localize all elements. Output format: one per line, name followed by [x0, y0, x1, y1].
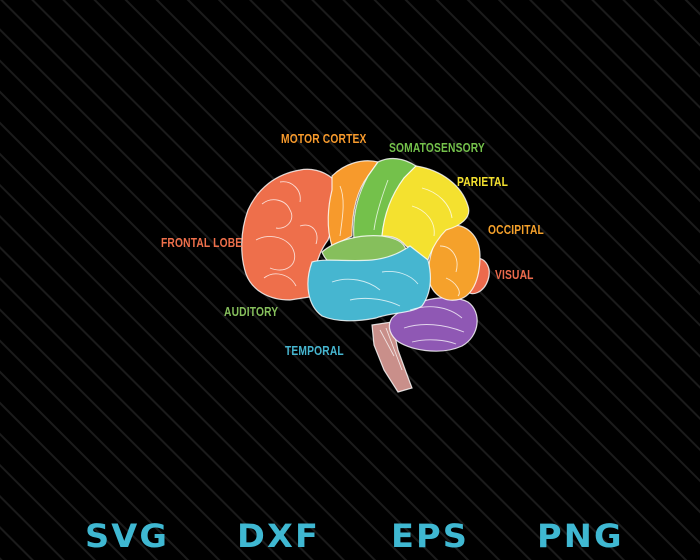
label-visual: VISUAL	[495, 268, 534, 282]
label-motor-cortex: MOTOR CORTEX	[281, 132, 367, 146]
format-dxf: DXF	[237, 517, 321, 555]
label-somatosensory: SOMATOSENSORY	[389, 141, 485, 155]
format-svg: SVG	[85, 517, 170, 555]
format-png: PNG	[537, 517, 624, 555]
gyri-lines	[255, 179, 465, 371]
motor-cortex-region	[327, 160, 380, 247]
label-frontal-lobe: FRONTAL LOBE	[161, 236, 243, 250]
label-auditory: AUDITORY	[224, 305, 279, 319]
label-temporal: TEMPORAL	[285, 344, 344, 358]
label-occipital: OCCIPITAL	[488, 223, 544, 237]
format-eps: EPS	[391, 517, 470, 555]
occipital-region	[427, 224, 481, 301]
label-parietal: PARIETAL	[457, 175, 509, 189]
